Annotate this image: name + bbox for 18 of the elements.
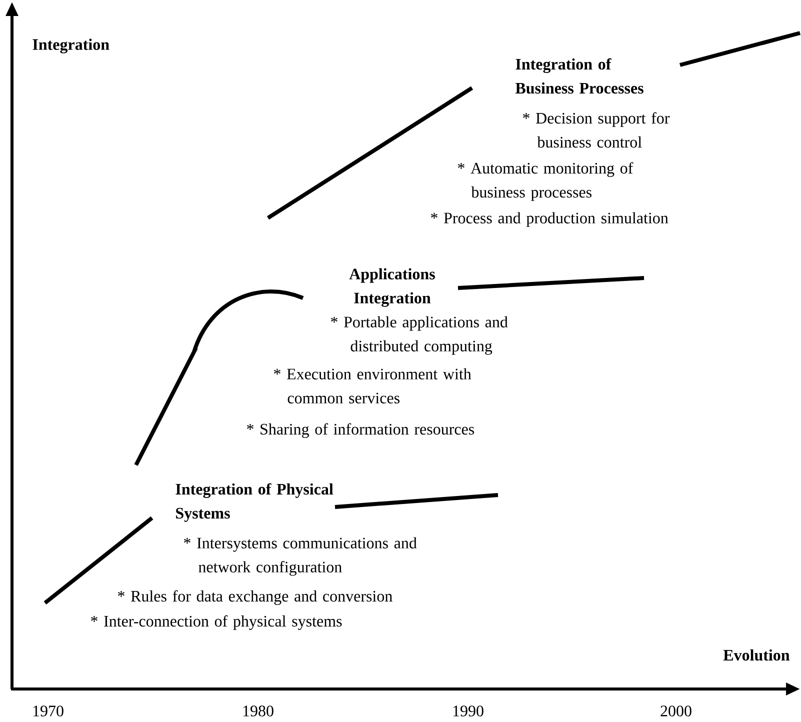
- tick-label: 1980: [243, 706, 274, 716]
- bullet-item: * Automatic monitoring of business processes: [458, 162, 634, 201]
- axis-label: Evolution: [723, 649, 790, 661]
- tick-label: 2000: [660, 706, 692, 716]
- bullet-item: * Execution environment with common services: [274, 368, 472, 404]
- bullet-item: * Rules for data exchange and conversion: [118, 590, 392, 605]
- bullet-item: * Decision support for business control: [523, 112, 670, 148]
- axis-label: Integration: [32, 38, 110, 54]
- bullet-item: * Inter-connection of physical systems: [91, 615, 342, 630]
- heading: Integration of Physical Systems: [176, 483, 334, 522]
- bullet-item: * Portable applications and distributed computing: [331, 316, 508, 355]
- heading: Applications Integration: [349, 268, 435, 307]
- heading: Integration of Business Processes: [515, 58, 644, 94]
- bullet-item: * Sharing of information resources: [247, 423, 474, 438]
- tick-label: 1970: [33, 706, 64, 716]
- bullet-item: * Process and production simulation: [431, 212, 668, 227]
- bullet-item: * Intersystems communications and network configuration: [184, 537, 417, 576]
- tick-label: 1990: [453, 706, 484, 716]
